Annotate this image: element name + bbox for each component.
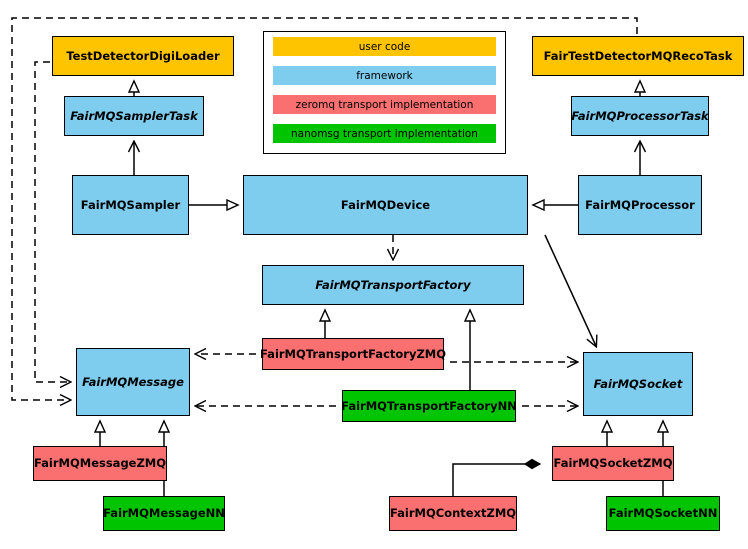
class-node-fairmqcontextzmq[interactable]: FairMQContextZMQ bbox=[389, 496, 517, 531]
class-node-fairmqsamplertask[interactable]: FairMQSamplerTask bbox=[64, 96, 204, 136]
class-node-fairmqmessagezmq[interactable]: FairMQMessageZMQ bbox=[33, 446, 167, 481]
edge-contextzmq-socketzmq bbox=[452, 464, 540, 496]
class-node-fairmqmessagenn[interactable]: FairMQMessageNN bbox=[103, 496, 225, 531]
class-node-fairmqprocessor[interactable]: FairMQProcessor bbox=[578, 175, 702, 235]
class-node-fairmqdevice[interactable]: FairMQDevice bbox=[243, 175, 528, 235]
class-node-label: FairMQTransportFactoryZMQ bbox=[260, 346, 447, 361]
class-node-label: FairMQDevice bbox=[340, 197, 431, 212]
class-node-label: FairMQTransportFactoryNN bbox=[341, 398, 517, 413]
edge-device-socket bbox=[544, 234, 596, 346]
legend-item-label: framework bbox=[356, 69, 413, 82]
class-node-label: FairMQSampler bbox=[80, 197, 181, 212]
class-node-label: FairMQProcessor bbox=[585, 197, 695, 212]
class-node-fairmqsocket[interactable]: FairMQSocket bbox=[583, 352, 693, 416]
class-node-fairmqsocketnn[interactable]: FairMQSocketNN bbox=[606, 496, 720, 531]
class-node-label: TestDetectorDigiLoader bbox=[66, 48, 220, 63]
legend-item-zeromq: zeromq transport implementation bbox=[273, 95, 496, 114]
class-node-label: FairMQMessage bbox=[82, 374, 184, 389]
class-node-fairmqmessage[interactable]: FairMQMessage bbox=[76, 348, 190, 416]
legend-item-label: user code bbox=[358, 40, 411, 53]
legend-item-label: nanomsg transport implementation bbox=[291, 127, 478, 140]
class-node-label: FairMQMessageZMQ bbox=[33, 456, 167, 471]
legend-item-user-code: user code bbox=[273, 37, 496, 56]
class-node-label: FairMQMessageNN bbox=[103, 506, 225, 521]
legend-item-framework: framework bbox=[273, 66, 496, 85]
class-node-label: FairMQSamplerTask bbox=[70, 108, 198, 123]
class-node-fairtestdetectormqrecotask[interactable]: FairTestDetectorMQRecoTask bbox=[532, 36, 744, 76]
class-node-label: FairMQProcessorTask bbox=[571, 108, 709, 123]
class-node-fairmqsampler[interactable]: FairMQSampler bbox=[72, 175, 189, 235]
class-node-label: FairMQSocket bbox=[593, 376, 683, 391]
class-node-label: FairTestDetectorMQRecoTask bbox=[543, 48, 733, 63]
class-node-label: FairMQTransportFactory bbox=[315, 277, 471, 292]
class-node-fairmqtransportfactoryzmq[interactable]: FairMQTransportFactoryZMQ bbox=[260, 338, 446, 370]
class-node-label: FairMQSocketZMQ bbox=[553, 456, 673, 471]
legend-item-label: zeromq transport implementation bbox=[295, 98, 474, 111]
class-node-fairmqsocketzmq[interactable]: FairMQSocketZMQ bbox=[552, 446, 674, 481]
class-node-label: FairMQSocketNN bbox=[608, 506, 718, 521]
class-node-fairmqtransportfactory[interactable]: FairMQTransportFactory bbox=[262, 265, 524, 305]
class-node-fairmqprocessortask[interactable]: FairMQProcessorTask bbox=[571, 96, 709, 136]
class-node-label: FairMQContextZMQ bbox=[389, 506, 517, 521]
class-node-testdetectordigiloader[interactable]: TestDetectorDigiLoader bbox=[52, 36, 234, 76]
class-node-fairmqtransportfactorynn[interactable]: FairMQTransportFactoryNN bbox=[341, 390, 517, 422]
legend-item-nanomsg: nanomsg transport implementation bbox=[273, 124, 496, 143]
